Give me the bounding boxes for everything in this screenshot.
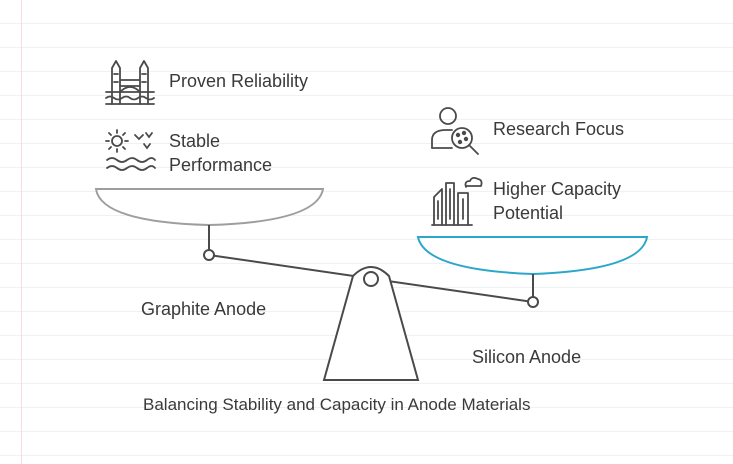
left-pan — [94, 188, 325, 227]
right-pan-joint — [527, 296, 539, 308]
silicon-anode-label: Silicon Anode — [472, 347, 582, 367]
feature-research-focus: Research Focus — [493, 119, 625, 139]
feature-proven-reliability: Proven Reliability — [169, 71, 309, 91]
right-pan — [416, 236, 649, 276]
feature-stable-performance: Stable Performance — [169, 131, 273, 175]
researcher-icon — [430, 106, 482, 156]
bridge-icon — [104, 58, 156, 106]
diagram-title: Balancing Stability and Capacity in Anod… — [143, 395, 531, 414]
scale-fulcrum — [322, 266, 420, 381]
feature-higher-capacity-potential: Higher Capacity Potential — [493, 179, 622, 223]
left-pan-joint — [203, 249, 215, 261]
sun-waves-icon — [104, 128, 158, 176]
graphite-anode-label: Graphite Anode — [141, 299, 267, 319]
city-growth-icon — [430, 175, 484, 227]
fulcrum-pivot — [363, 271, 379, 287]
